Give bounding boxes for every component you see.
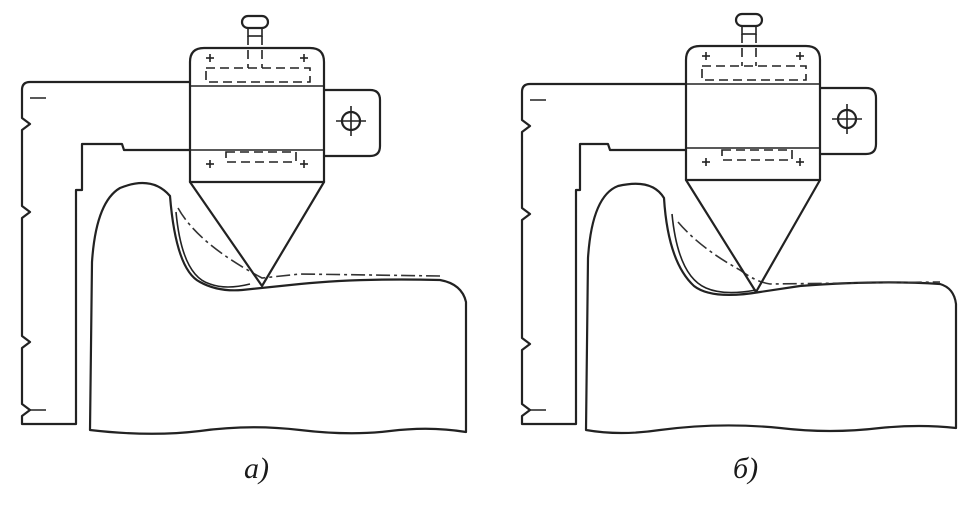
knob-b	[734, 12, 764, 66]
gauge-frame-a	[20, 80, 192, 426]
profile-chain-b	[677, 221, 941, 285]
mount-lug-b	[818, 86, 878, 156]
groove-contour-a	[175, 211, 251, 288]
knob-a	[240, 14, 270, 68]
indicator-body-a	[188, 46, 326, 184]
probe-tip-a	[188, 180, 326, 288]
figure-caption-b: б)	[733, 452, 759, 485]
workpiece-b	[584, 182, 958, 435]
groove-contour-b	[671, 213, 757, 294]
profile-chain-a	[177, 207, 441, 279]
mount-lug-a	[322, 88, 382, 158]
indicator-body-b	[684, 44, 822, 182]
figure-a	[20, 14, 468, 435]
gauge-frame-b	[520, 82, 688, 426]
figure-b	[520, 12, 958, 435]
probe-tip-b	[684, 178, 822, 294]
workpiece-a	[88, 181, 468, 435]
figure-caption-a: a)	[244, 452, 269, 485]
